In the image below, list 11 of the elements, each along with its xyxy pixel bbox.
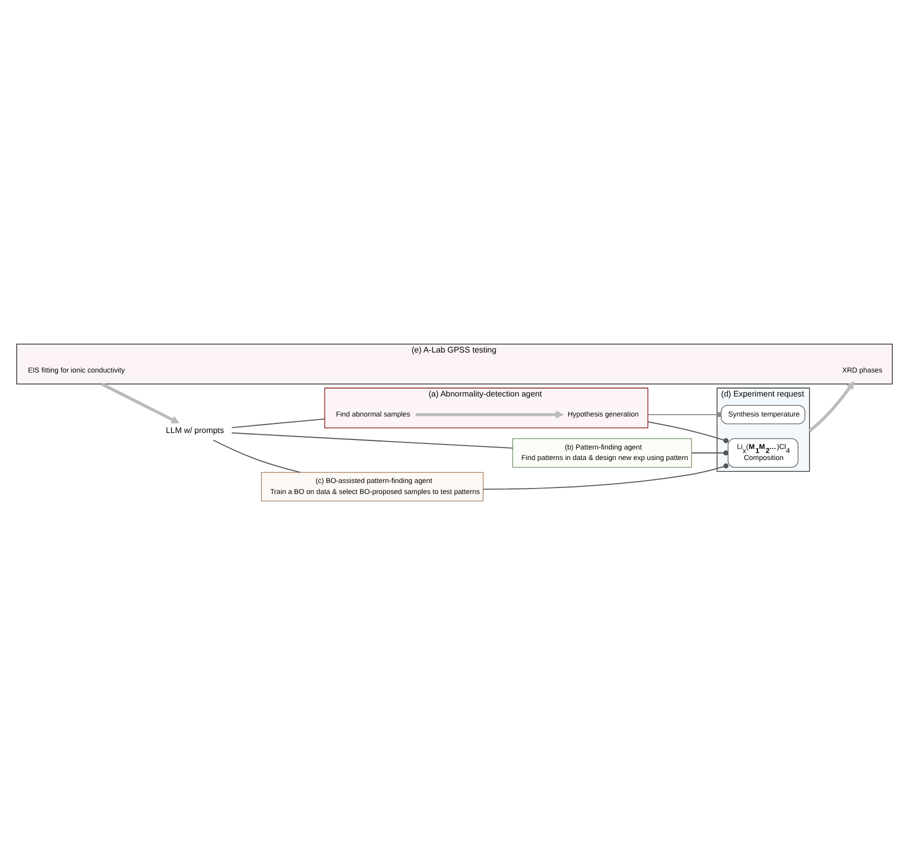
- connector: [232, 418, 325, 428]
- connector: [483, 463, 729, 490]
- arrow: [101, 382, 180, 424]
- node-text: LLM w/ prompts: [166, 426, 224, 435]
- connector: [648, 421, 729, 444]
- connector: [692, 450, 728, 456]
- connector: [213, 440, 300, 473]
- connector: [232, 432, 513, 449]
- arrow: [808, 381, 854, 432]
- connector: [648, 412, 722, 418]
- arrow: [416, 410, 564, 419]
